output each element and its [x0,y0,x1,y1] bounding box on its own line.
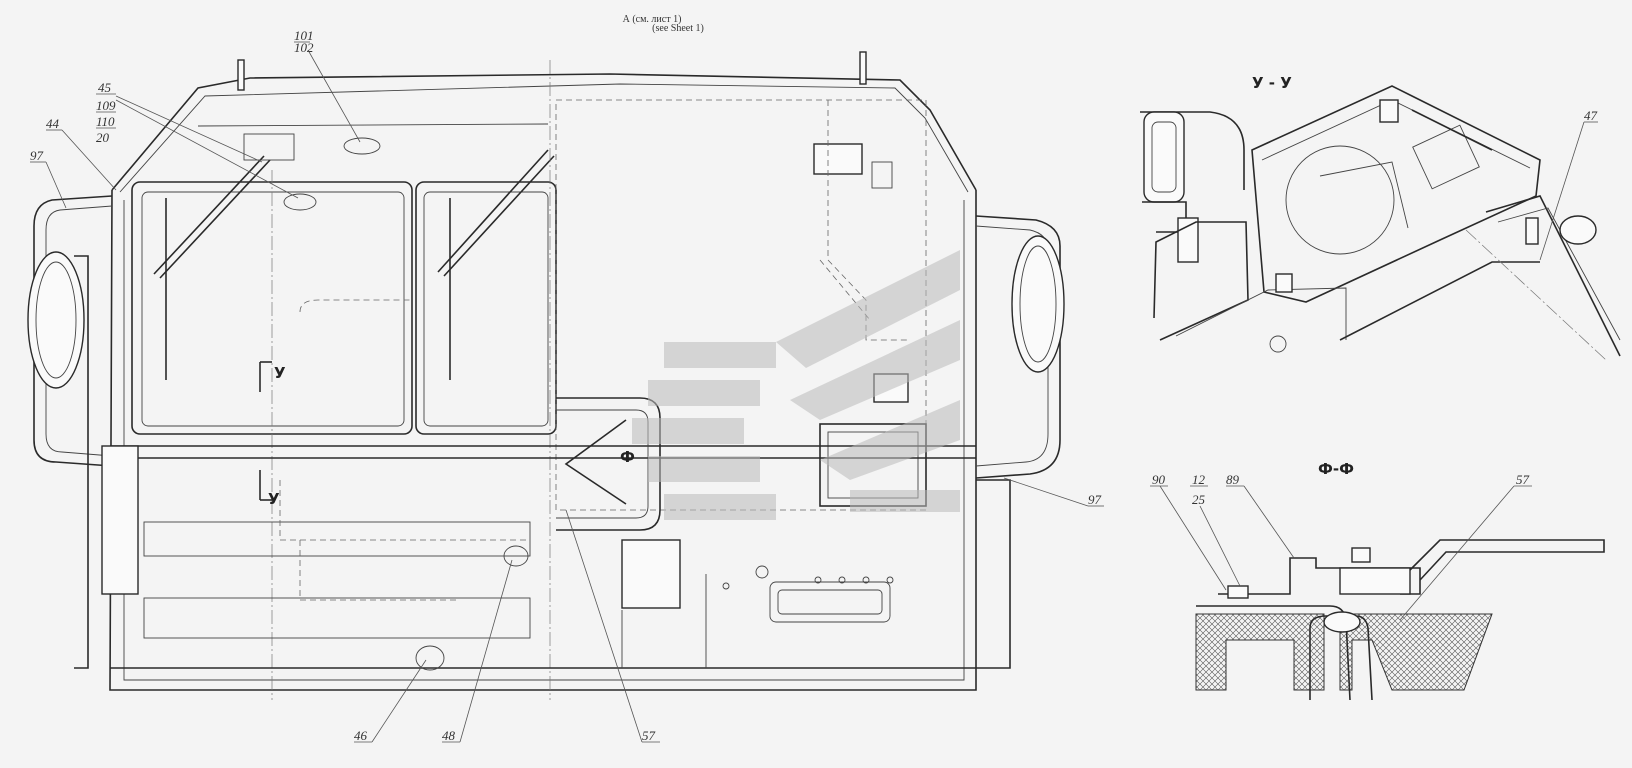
section-ff: Ф-Ф 90 12 25 89 57 [1150,460,1605,701]
callout-97-left: 97 [30,148,44,163]
left-antenna [237,59,245,91]
watermark-logo [632,250,960,520]
right-wiper-arm [437,149,549,273]
section-yy-seal [1143,111,1185,203]
callout-57-section: 57 [1516,472,1530,487]
callout-102: 102 [294,40,314,55]
callout-89: 89 [1226,472,1240,487]
callout-44: 44 [46,116,60,131]
callout-12: 12 [1192,472,1206,487]
section-yy-housing [1251,85,1541,303]
section-yy-disc [1285,145,1395,255]
left-wiper-arm [153,155,265,275]
left-door-hinge [101,445,139,595]
lower-step-top [143,521,531,557]
callout-47: 47 [1584,108,1598,123]
callout-101: 101 [294,28,314,43]
section-ff-seal [1323,611,1361,633]
lower-step-bottom [143,597,531,639]
right-mirror-assembly [975,215,1065,669]
header-note-line1: А (см. лист 1) [623,14,682,25]
lower-right-handle [769,581,891,623]
section-yy-title: У - У [1252,74,1292,92]
center-box [621,539,681,609]
section-ff-title: Ф-Ф [1318,460,1354,478]
callout-110: 110 [96,114,115,129]
cut-marker-f: Ф [620,448,635,466]
callout-97-right: 97 [1088,492,1102,507]
left-mirror [27,251,85,389]
callout-90: 90 [1152,472,1166,487]
header-note-line2: (see Sheet 1) [652,23,704,34]
section-yy-knob [1559,215,1597,245]
callout-45: 45 [98,80,112,95]
right-mirror [1011,235,1065,373]
callout-46: 46 [354,728,368,743]
cut-marker-y-top: У [274,364,286,382]
callout-57-main: 57 [642,728,656,743]
callout-20: 20 [96,130,110,145]
cut-marker-y-bottom: У [268,490,280,508]
section-ff-lever [1409,539,1605,581]
callout-25: 25 [1192,492,1206,507]
section-yy: У - У 47 [1140,74,1621,361]
callout-109: 109 [96,98,116,113]
callout-48: 48 [442,728,456,743]
right-antenna [859,51,867,85]
roof-box [813,143,863,175]
main-callouts: 101 102 45 109 110 20 44 97 97 46 48 57 [30,28,1104,743]
left-mirror-assembly [27,195,139,669]
